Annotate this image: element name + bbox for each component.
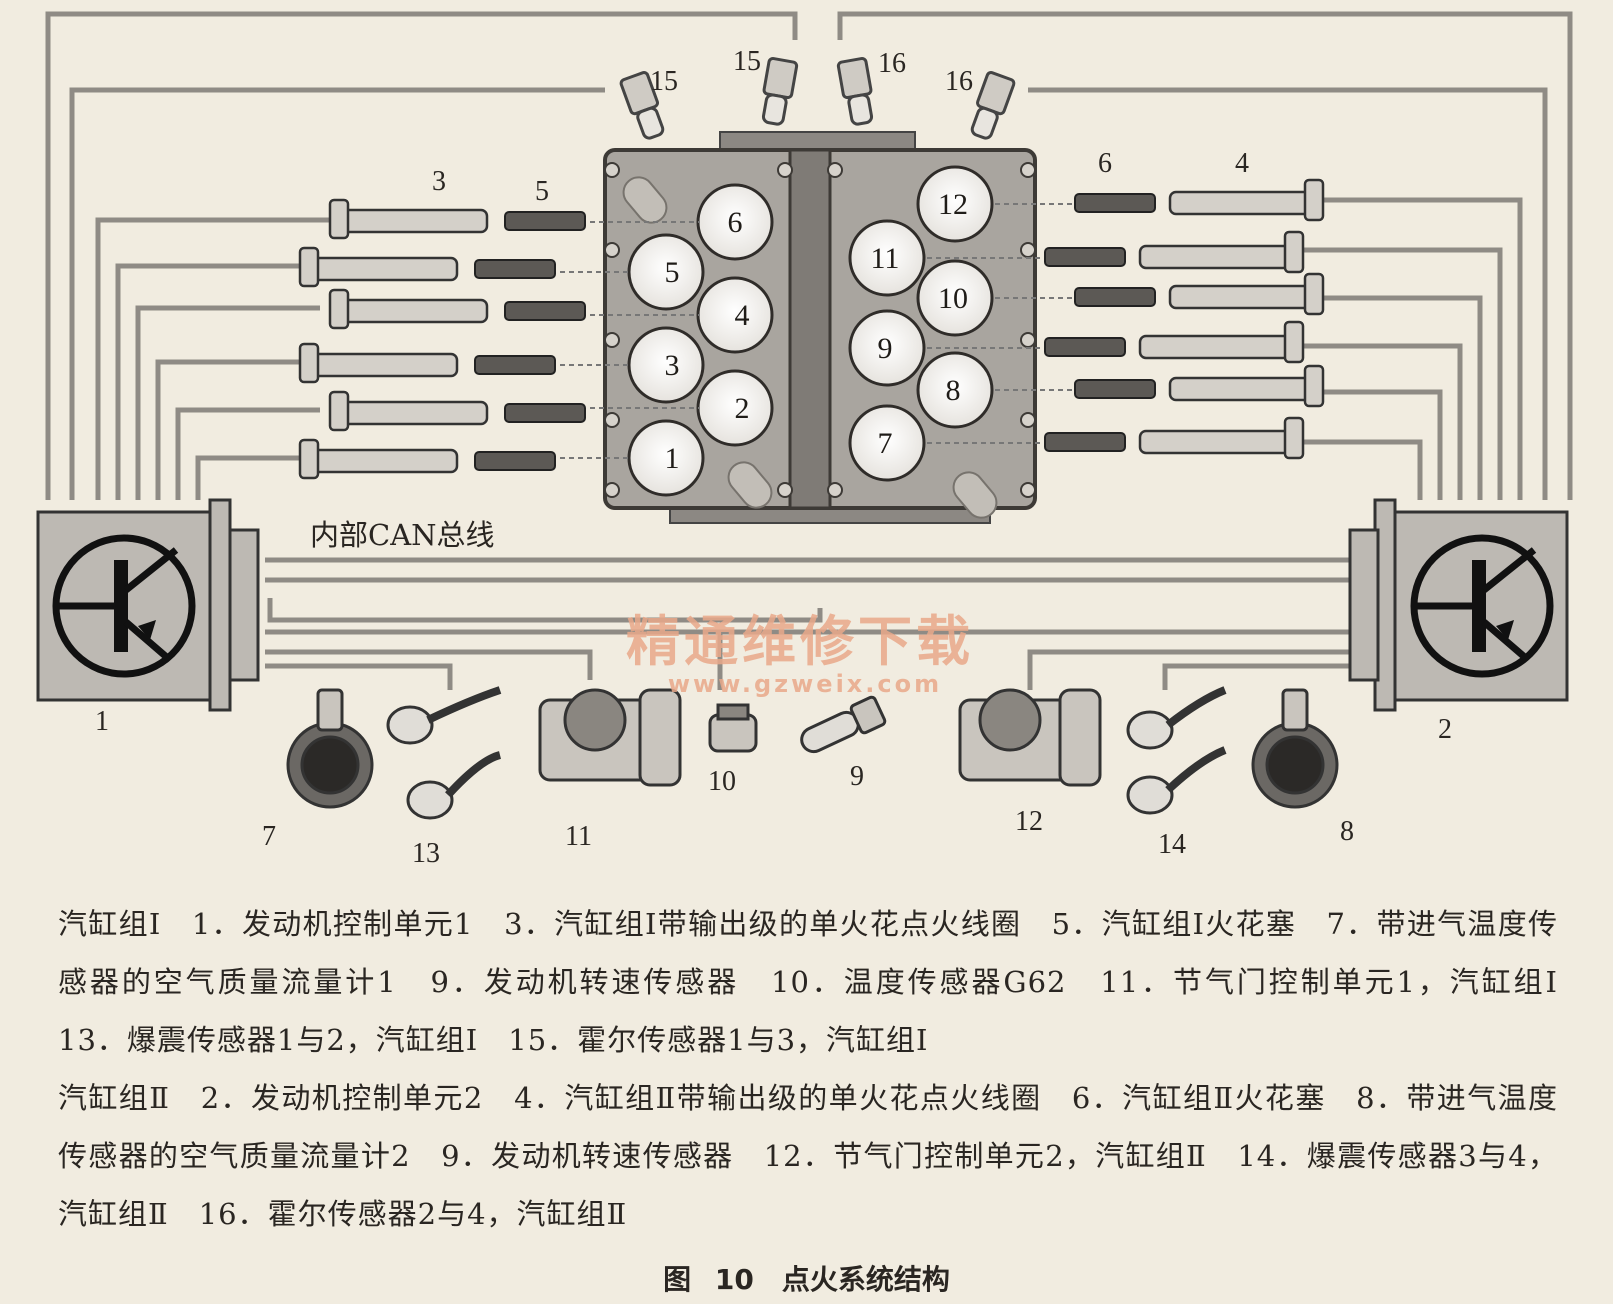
bank1-cylinders: [627, 183, 774, 497]
watermark-url: www.gzweix.com: [668, 670, 942, 698]
label-hall-16a: 16: [878, 48, 906, 79]
label-hall-15a: 15: [650, 66, 678, 97]
ecu-1: [36, 498, 260, 712]
ignition-system-diagram: 15 15 16 16 6 5 4 3 2 1: [36, 11, 1573, 869]
ecu-2: [1348, 498, 1569, 712]
legend: 汽缸组Ⅰ 1．发动机控制单元1 3．汽缸组Ⅰ带输出级的单火花点火线圈 5．汽缸组…: [58, 895, 1589, 1243]
label-maf-8: 8: [1340, 816, 1354, 847]
bottom-sensors: [286, 686, 1339, 820]
label-temp-10: 10: [708, 766, 736, 797]
label-coil-4: 4: [1235, 148, 1249, 179]
label-hall-15b: 15: [733, 46, 761, 77]
cylinder-12: 12: [938, 188, 968, 221]
wiring-harness: [45, 11, 1573, 690]
cylinder-9: 9: [878, 332, 893, 365]
cylinder-6: 6: [728, 206, 743, 239]
cylinder-7: 7: [878, 427, 893, 460]
figure-caption: 图 10 点火系统结构: [663, 1263, 950, 1296]
label-plug-6: 6: [1098, 148, 1112, 179]
cylinder-11: 11: [871, 242, 900, 275]
label-plug-5: 5: [535, 176, 549, 207]
label-rpm-9: 9: [850, 761, 864, 792]
bank1-ignition-coils: [298, 198, 489, 480]
label-hall-16b: 16: [945, 66, 973, 97]
label-coil-3: 3: [432, 166, 446, 197]
bank2-cylinders: [848, 165, 994, 482]
can-bus-label: 内部CAN总线: [310, 518, 495, 552]
bank2-ignition-coils: [1138, 178, 1325, 460]
legend-bank1: 汽缸组Ⅰ 1．发动机控制单元1 3．汽缸组Ⅰ带输出级的单火花点火线圈 5．汽缸组…: [58, 907, 1589, 1057]
label-throttle-12: 12: [1015, 806, 1043, 837]
cylinder-5: 5: [665, 256, 680, 289]
label-knock-14: 14: [1158, 829, 1186, 860]
cylinder-8: 8: [946, 374, 961, 407]
bank2-spark-plugs: [1044, 193, 1156, 452]
cylinder-10: 10: [938, 282, 968, 315]
cylinder-1: 1: [665, 442, 680, 475]
label-throttle-11: 11: [565, 821, 592, 852]
bank1-spark-plugs: [474, 211, 586, 471]
legend-bank2: 汽缸组Ⅱ 2．发动机控制单元2 4．汽缸组Ⅱ带输出级的单火花点火线圈 6．汽缸组…: [58, 1081, 1558, 1231]
cylinder-4: 4: [735, 299, 750, 332]
label-ecu-2: 2: [1438, 714, 1452, 745]
watermark-title: 精通维修下载: [626, 610, 974, 673]
label-maf-7: 7: [262, 821, 276, 852]
label-knock-13: 13: [412, 838, 440, 869]
label-ecu-1: 1: [95, 706, 109, 737]
cylinder-2: 2: [735, 392, 750, 425]
spark-leads: [560, 203, 1072, 459]
hall-sensors: [619, 57, 1016, 140]
cylinder-3: 3: [665, 349, 680, 382]
